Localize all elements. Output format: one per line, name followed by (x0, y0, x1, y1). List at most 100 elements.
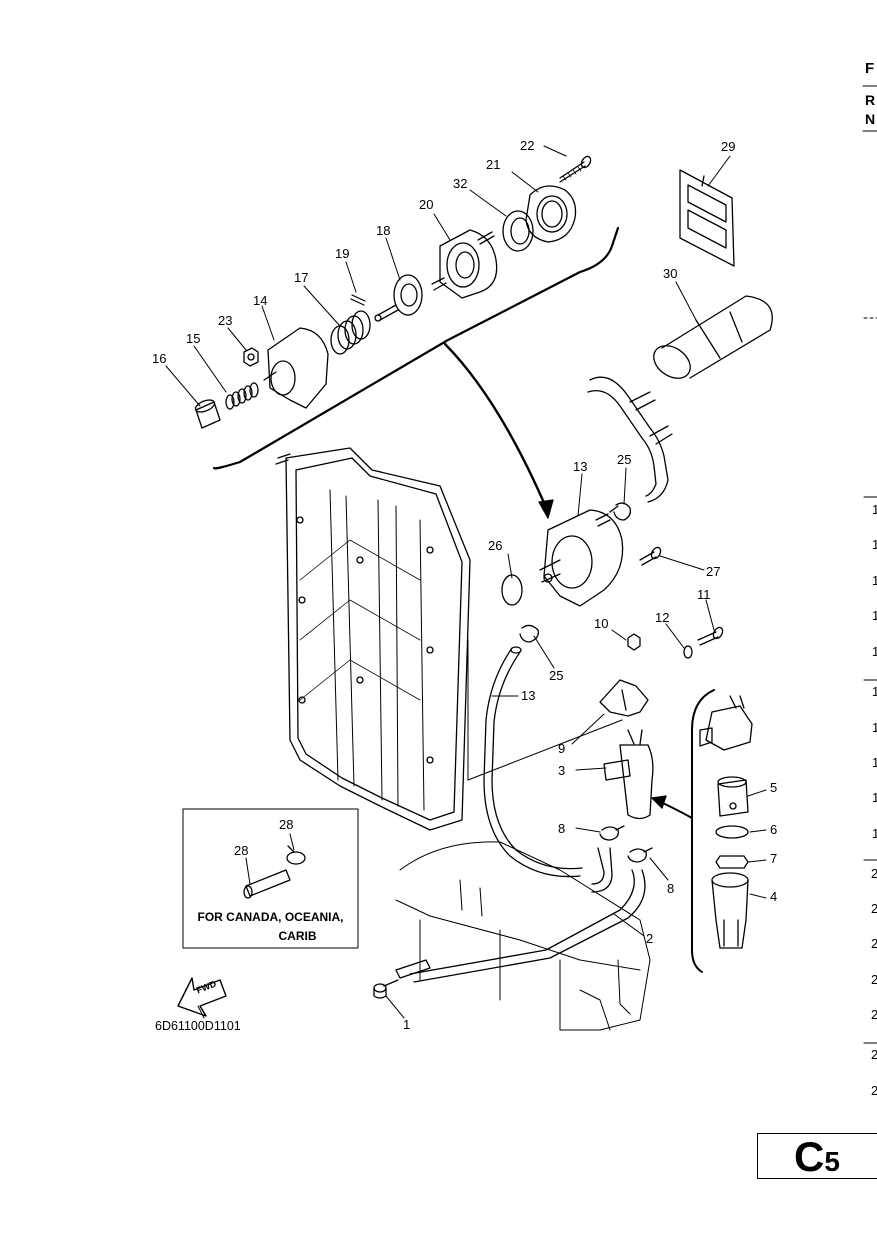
edge-digit: 1 (872, 790, 877, 805)
spring-18 (330, 310, 371, 355)
callout-14: 13 (573, 459, 588, 474)
nut-24 (243, 347, 259, 367)
cap-17 (194, 399, 221, 429)
callout-2: 2 (646, 931, 654, 946)
fuel-hose-upper (587, 376, 673, 503)
callout-6: 6 (770, 822, 778, 837)
callout-30: 29 (721, 139, 736, 154)
clip-29 (286, 845, 306, 865)
label-card-30 (679, 169, 735, 267)
fuel-hose-13 (483, 646, 583, 878)
edge-digit: 1 (872, 537, 877, 552)
filter-sock-31 (653, 295, 773, 379)
callout-22: 21 (486, 157, 501, 172)
bottom-cowling (395, 841, 651, 1031)
fuel-filter-3 (603, 729, 654, 820)
callout-28: 28 (234, 843, 249, 858)
callout-17: 16 (152, 351, 167, 366)
intake-manifold (275, 447, 471, 831)
pin-20 (350, 294, 366, 306)
right-edge-rules (862, 85, 877, 1044)
edge-digit: 1 (872, 684, 877, 699)
callout-13: 13 (521, 688, 536, 703)
note-line-2: CARIB (278, 929, 317, 943)
filter-pointer-arrowhead (651, 795, 667, 809)
callout-10: 10 (594, 616, 609, 631)
edge-digit: 1 (872, 644, 877, 659)
spring-16 (225, 382, 259, 410)
bolt-11 (697, 626, 724, 646)
edge-digit: 2 (871, 1047, 877, 1062)
edge-digit: 1 (872, 608, 877, 623)
diaphragm-32 (502, 210, 534, 252)
washer-12 (683, 645, 693, 659)
hose-clip-8-right (627, 847, 653, 863)
edge-letter-r: R (865, 92, 876, 108)
callout-20: 19 (335, 246, 350, 261)
filter-cup-4 (711, 872, 749, 949)
fuel-pump-14 (539, 509, 624, 607)
callout-16: 15 (186, 331, 201, 346)
leader-box (467, 639, 623, 781)
callout-8-left: 8 (558, 821, 566, 836)
pump-pointer-arrowhead (538, 499, 554, 519)
callout-25-lower: 25 (549, 668, 564, 683)
edge-digit: 2 (871, 972, 877, 987)
callout-8-right: 8 (667, 881, 675, 896)
screw-23 (559, 155, 592, 183)
callout-29: 28 (279, 817, 294, 832)
edge-digit: 2 (871, 1007, 877, 1022)
callout-leaders (165, 145, 767, 1019)
callout-24: 23 (218, 313, 233, 328)
callout-18: 17 (294, 270, 309, 285)
nut-7 (715, 855, 749, 869)
pump-body-21 (431, 229, 498, 299)
rod-detail (395, 959, 431, 979)
hose-clip-25-upper (609, 502, 632, 521)
edge-digit: 2 (871, 1083, 877, 1098)
edge-digit: 1 (872, 573, 877, 588)
edge-letter-f: F (865, 60, 875, 77)
edge-digit: 2 (871, 936, 877, 951)
edge-digit: 1 (872, 720, 877, 735)
filter-inset-bracket (691, 689, 715, 973)
bolt-27 (639, 546, 662, 566)
nut-10 (627, 633, 641, 651)
pump-pointer-arrow (443, 342, 550, 514)
callout-4: 4 (770, 889, 778, 904)
page-id-box: C5 (757, 1133, 877, 1179)
callout-9: 9 (558, 741, 566, 756)
pump-inset-bracket (212, 226, 620, 470)
callout-21: 20 (419, 197, 434, 212)
edge-digit: 1 (872, 502, 877, 517)
edge-letter-n: N (865, 111, 876, 127)
filter-head (699, 695, 753, 751)
callout-26: 26 (488, 538, 503, 553)
hose-clip-8-left (599, 825, 625, 841)
plunger-19 (374, 274, 423, 322)
callout-25-upper: 25 (617, 452, 632, 467)
housing-15 (263, 327, 329, 409)
fwd-arrow-icon (177, 977, 227, 1019)
diagram-code: 6D61100D1101 (155, 1019, 241, 1033)
callout-31: 30 (663, 266, 678, 281)
callout-12: 12 (655, 610, 670, 625)
callout-32: 32 (453, 176, 468, 191)
callout-15: 14 (253, 293, 268, 308)
callout-7: 7 (770, 851, 778, 866)
callout-27: 27 (706, 564, 721, 579)
callout-23: 22 (520, 138, 535, 153)
callout-19: 18 (376, 223, 391, 238)
o-ring-6 (715, 825, 749, 839)
bolt-1 (373, 979, 399, 999)
page-number: 5 (824, 1146, 840, 1177)
edge-digit: 2 (871, 866, 877, 881)
callout-5: 5 (770, 780, 778, 795)
bracket-9 (599, 679, 649, 717)
filter-element-5 (717, 776, 749, 817)
edge-digit: 1 (872, 755, 877, 770)
fuel-hose-2 (409, 847, 646, 983)
o-ring-26 (501, 574, 523, 606)
note-box (182, 808, 359, 949)
